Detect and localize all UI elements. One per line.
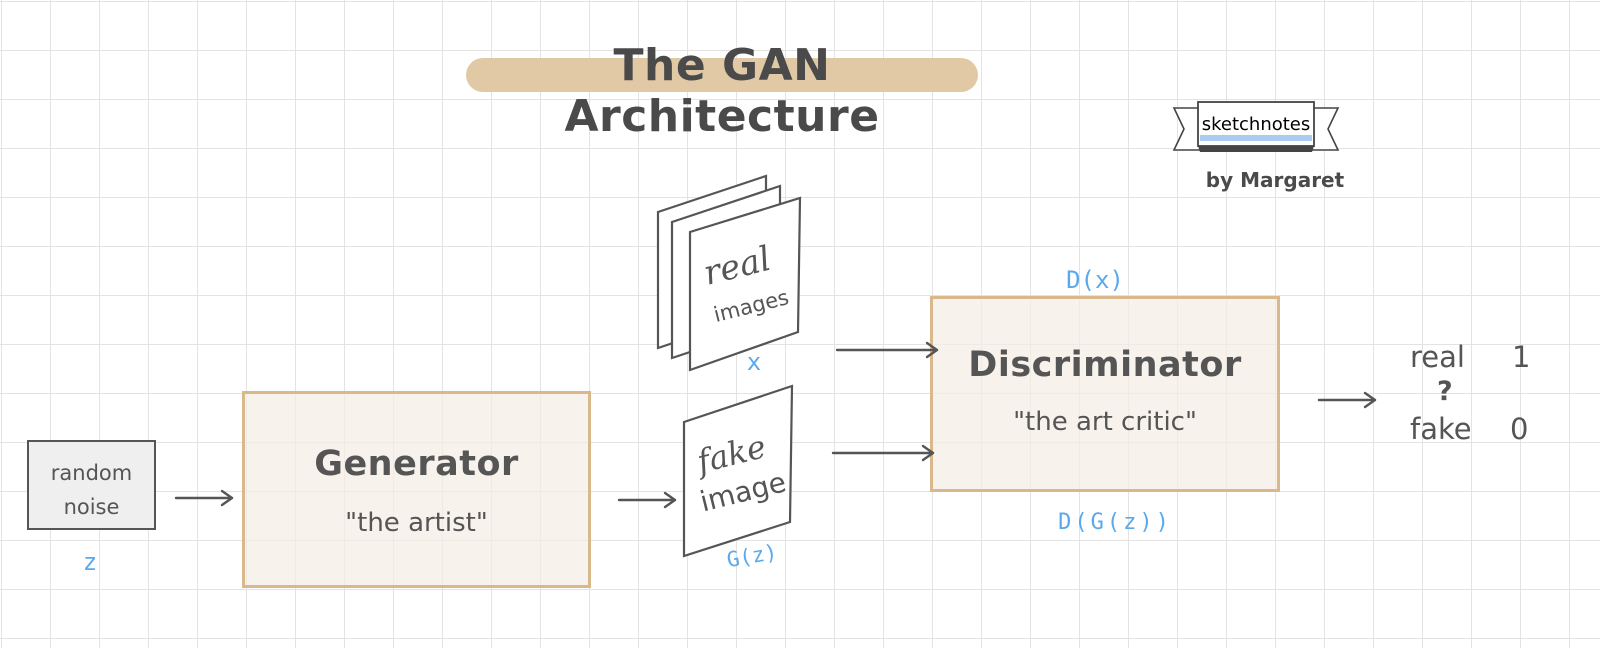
discriminator-title: Discriminator bbox=[968, 345, 1242, 385]
real-images-stack: real images bbox=[656, 174, 802, 372]
discriminator-symbol-dgz: D(G(z)) bbox=[1058, 510, 1172, 535]
generator-title: Generator bbox=[314, 444, 519, 484]
badge-label: sketchnotes bbox=[1202, 114, 1311, 135]
diagram-title: The GAN Architecture bbox=[462, 40, 982, 142]
output-real-label: real bbox=[1410, 340, 1465, 374]
discriminator-subtitle: "the art critic" bbox=[1013, 407, 1197, 437]
noise-symbol-z: z bbox=[82, 548, 98, 576]
arrow-discriminator-to-output bbox=[1317, 391, 1377, 409]
ribbon-right-tail bbox=[1311, 107, 1340, 151]
output-question-mark: ? bbox=[1437, 376, 1453, 407]
random-noise-label: random noise bbox=[50, 461, 133, 519]
title-highlight bbox=[466, 58, 978, 92]
title-text: The GAN Architecture bbox=[564, 40, 880, 142]
fake-image-card: fake image bbox=[682, 384, 794, 558]
random-noise-box: random noise bbox=[27, 440, 156, 530]
real-image-card-front bbox=[688, 196, 802, 372]
sketchnotes-badge: sketchnotes bbox=[1172, 101, 1340, 152]
output-real-value: 1 bbox=[1512, 340, 1531, 374]
output-fake-value: 0 bbox=[1510, 412, 1529, 446]
generator-subtitle: "the artist" bbox=[345, 508, 488, 538]
ribbon-blue-stripe bbox=[1200, 135, 1312, 141]
ribbon-shadow bbox=[1198, 146, 1314, 152]
generator-block: Generator "the artist" bbox=[242, 391, 591, 588]
arrow-noise-to-generator bbox=[174, 489, 234, 507]
badge-author: by Margaret bbox=[1205, 168, 1345, 192]
fake-image-frame bbox=[682, 384, 794, 558]
arrow-real-to-discriminator bbox=[835, 341, 939, 359]
arrow-generator-to-fake bbox=[617, 491, 677, 509]
output-fake-label: fake bbox=[1410, 412, 1472, 446]
arrow-fake-to-discriminator bbox=[831, 444, 935, 462]
ribbon-left-tail bbox=[1172, 107, 1201, 151]
real-symbol-x: x bbox=[746, 348, 762, 376]
discriminator-block: Discriminator "the art critic" bbox=[930, 296, 1280, 492]
discriminator-symbol-dx: D(x) bbox=[1066, 266, 1124, 294]
